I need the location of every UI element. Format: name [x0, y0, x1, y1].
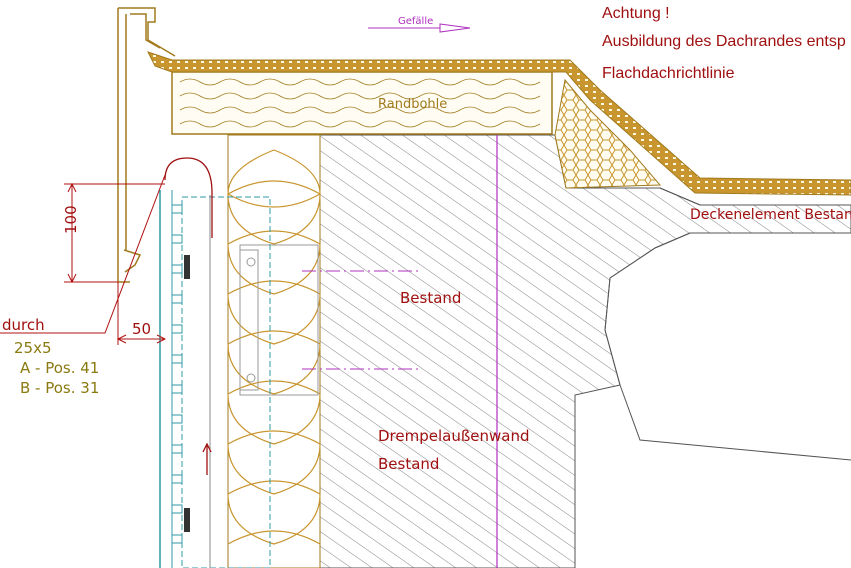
dimension-lines [0, 174, 167, 345]
existing-wall [319, 134, 851, 568]
slope-label: Gefälle [398, 16, 433, 27]
edge-board [171, 71, 553, 135]
dimension-horizontal-label: 50 [132, 320, 151, 338]
anchor-axes [302, 270, 420, 370]
dimension-vertical-label: 100 [62, 205, 80, 234]
ceiling-label: Deckenelement Bestand [690, 207, 851, 223]
roof-membrane [147, 51, 851, 196]
callout-label-2: 25x5 [14, 339, 52, 357]
note-attention: Achtung ! [602, 5, 670, 22]
slope-arrow [368, 23, 471, 33]
insulation-wedge [554, 78, 662, 189]
existing-label: Bestand [400, 289, 461, 307]
note-guideline: Flachdachrichtlinie [602, 65, 735, 82]
ceiling-element [566, 187, 851, 279]
ventilation-path [164, 157, 213, 475]
edge-board-label: Randbohle [378, 97, 447, 112]
wall-label: Drempelaußenwand [378, 427, 530, 445]
callout-label-1: durch [2, 316, 45, 334]
coping-profile [117, 7, 176, 283]
wall-insulation [227, 134, 321, 568]
callout-label-4: B - Pos. 31 [20, 379, 99, 397]
wall-existing-label: Bestand [378, 455, 439, 473]
facade-cladding [159, 190, 271, 568]
callout-label-3: A - Pos. 41 [20, 359, 99, 377]
wall-bracket [239, 244, 319, 396]
note-roof-edge: Ausbildung des Dachrandes entsp [602, 33, 846, 50]
